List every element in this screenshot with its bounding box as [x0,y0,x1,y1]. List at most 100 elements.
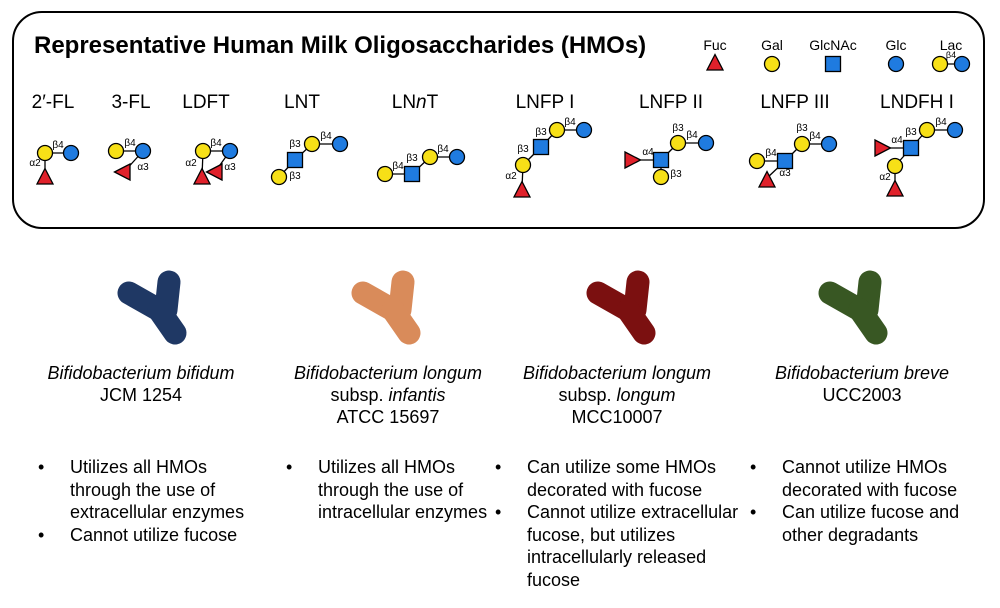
glucose-icon [134,142,152,160]
fucose-icon [624,150,642,170]
bacterium-infantis-label: Bifidobacterium longum subsp. infantis A… [268,362,508,428]
galactose-icon [918,121,936,139]
legend-label-gal: Gal [761,37,783,53]
linkage-label: α2 [29,158,41,169]
subsp-name: longum [616,385,676,405]
linkage-label: β3 [517,144,529,155]
linkage-label: β4 [564,117,576,128]
subsp-prefix: subsp. [558,385,617,405]
linkage-label: β4 [437,144,449,155]
strain-id: ATCC 15697 [336,407,440,427]
hmo-name-lnnt-pre: LN [391,92,417,113]
linkage-label: α2 [505,171,517,182]
linkage-label: β4 [809,131,821,142]
legend-label-glcnac: GlcNAc [809,37,857,53]
galactose-icon [931,55,949,73]
hmo-name-2fl: 2′-FL [31,92,75,113]
galactose-icon [421,148,439,166]
subsp-name: infantis [388,385,446,405]
bifidobacterium-y-icon [117,270,187,345]
subspecies: subsp. infantis [268,384,508,406]
glcnac-icon [824,55,842,73]
hmo-name-lndfh1: LNDFH I [880,92,954,113]
trait-item: Can utilize some HMOs decorated with fuc… [495,456,740,501]
species-name: Bifidobacterium bifidum [47,363,235,383]
hmo-name-lnnt-post: T [426,92,439,113]
linkage-label: α3 [779,168,791,179]
linkage-label: β4 [935,117,947,128]
linkage-label: β4 [392,161,404,172]
galactose-icon [748,152,766,170]
galactose-icon [36,144,54,162]
species-name: Bifidobacterium longum [522,363,712,383]
trait-item: Can utilize fucose and other degradants [750,501,980,546]
glucose-icon [221,142,239,160]
galactose-icon [376,165,394,183]
linkage-label: β3 [905,127,917,138]
bacterium-bifidum-label: Bifidobacterium bifidum JCM 1254 [21,362,261,406]
linkage-label: β3 [289,171,301,182]
hmo-name-lnfp1: LNFP I [515,92,575,113]
glcnac-icon [286,151,304,169]
lac-linkage-label: β4 [946,50,956,60]
glucose-icon [820,135,838,153]
bacterium-longum-label: Bifidobacterium longum subsp. longum MCC… [497,362,737,428]
galactose-icon [763,55,781,73]
longum-traits: Can utilize some HMOs decorated with fuc… [495,456,740,591]
bifidum-traits: Utilizes all HMOs through the use of ext… [38,456,268,546]
legend-label-fuc: Fuc [703,37,727,53]
linkage-label: β3 [672,123,684,134]
linkage-label: β4 [52,140,64,151]
galactose-icon [886,157,904,175]
linkage-label: β3 [670,169,682,180]
hmo-name-lnfp3: LNFP III [760,92,830,113]
hmo-name-lnnt-italic: n [416,92,427,113]
hmo-panel [12,11,985,229]
hmo-name-lnfp2: LNFP II [638,92,704,113]
glucose-icon [953,55,971,73]
subsp-prefix: subsp. [330,385,389,405]
fucose-icon [512,180,532,198]
linkage-label: α3 [137,162,149,173]
glucose-icon [448,148,466,166]
galactose-icon [107,142,125,160]
panel-title: Representative Human Milk Oligosaccharid… [34,32,647,59]
bacterium-breve-label: Bifidobacterium breve UCC2003 [742,362,982,406]
linkage-label: β4 [320,131,332,142]
linkage-label: α4 [891,135,903,146]
glcnac-icon [532,138,550,156]
bifidobacterium-y-icon [351,270,421,345]
glucose-icon [887,55,905,73]
glucose-icon [62,144,80,162]
glcnac-icon [652,151,670,169]
linkage-label: α4 [642,147,654,158]
fucose-icon [885,179,905,197]
galactose-icon [303,135,321,153]
infantis-traits: Utilizes all HMOs through the use of int… [286,456,516,524]
galactose-icon [270,168,288,186]
species-name: Bifidobacterium longum [293,363,483,383]
linkage-label: β3 [535,127,547,138]
galactose-icon [669,134,687,152]
glucose-icon [946,121,964,139]
glucose-icon [697,134,715,152]
trait-item: Cannot utilize fucose [38,524,268,547]
fucose-icon [35,167,55,185]
trait-item: Cannot utilize extracellular fucose, but… [495,501,740,591]
galactose-icon [194,142,212,160]
fucose-icon [757,170,777,188]
linkage-label: β4 [210,138,222,149]
fucose-icon [205,162,223,182]
fucose-icon [113,162,131,182]
fucose-icon [192,167,212,185]
hmo-name-lnnt: LNnT [355,92,475,114]
hmo-name-3fl: 3-FL [111,92,151,113]
hmo-name-lnt: LNT [284,92,320,113]
linkage-label: β3 [406,153,418,164]
galactose-icon [652,168,670,186]
linkage-label: α2 [185,158,197,169]
bacterium-branch [616,298,656,345]
legend-label-lac: Lac [939,37,963,53]
strain-id: MCC10007 [571,407,663,427]
